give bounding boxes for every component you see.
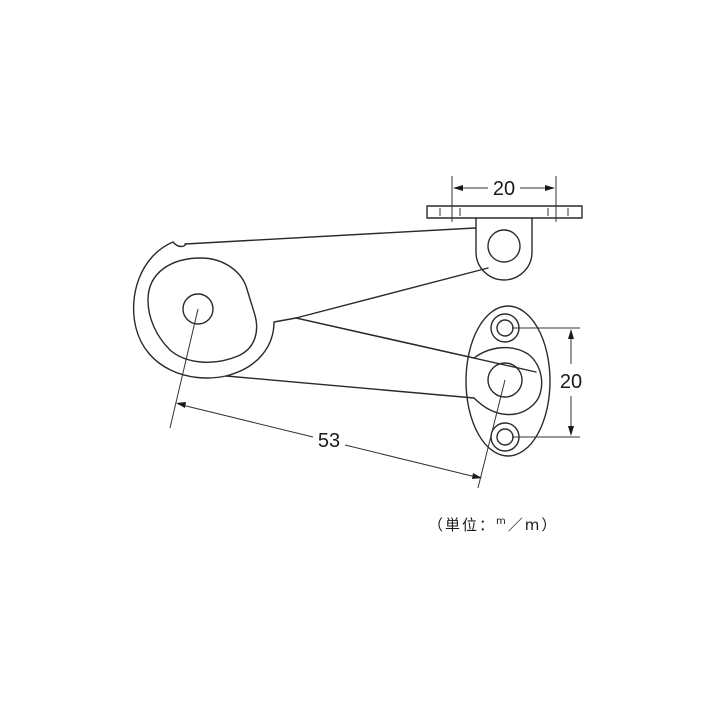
dimension-arm-length: 53 (169, 308, 506, 489)
top-bracket (426, 205, 583, 281)
unit-label: （単位：m／m） (428, 516, 558, 534)
left-pivot (132, 241, 297, 379)
upper-arm (184, 227, 537, 373)
dimension-label-right: 20 (560, 371, 582, 393)
lower-arm (225, 317, 475, 399)
dimension-label-length: 53 (318, 430, 340, 452)
dimension-right-spacing: 20 (512, 327, 582, 438)
dimension-label-top: 20 (493, 178, 515, 200)
dimension-top-width: 20 (451, 176, 557, 222)
